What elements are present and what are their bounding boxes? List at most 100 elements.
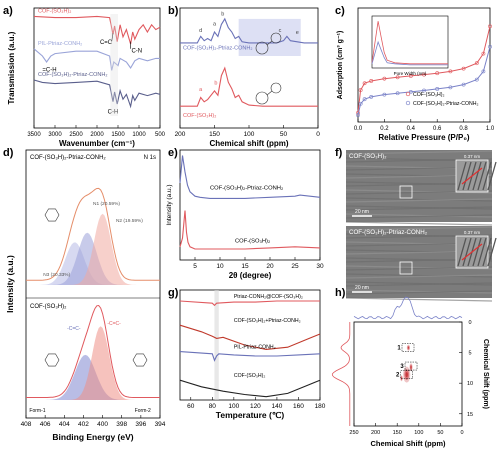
tem-label: COF-(SO₃H)₂-Ptriaz-CONH₂ [349, 229, 428, 236]
bet-point [356, 113, 360, 118]
ftir-xtick-label: 3500 [27, 132, 41, 138]
nmr-highlight-box [238, 18, 301, 57]
bet-point [422, 72, 426, 77]
tem-region-box [399, 261, 413, 275]
pxrd-xlabel: 2θ (degree) [229, 271, 272, 280]
xps-upper-label: N3 (20.33%) [43, 272, 70, 278]
hetcor-top-projection [353, 296, 463, 320]
ftir-ylabel: Transmission (a.u.) [7, 31, 16, 104]
pxrd-series-label: COF-(SO₃H)₂-Ptriaz-CONH₂ [210, 186, 283, 192]
tem-texture [345, 197, 493, 202]
tem-measure-line [461, 167, 483, 185]
hetcor-xtick-label: 150 [393, 430, 402, 436]
tem-texture [345, 289, 493, 294]
pxrd-xtick-label: 5 [193, 263, 197, 270]
dsc-series-label: COF-(SO₃H)₂ [234, 373, 266, 379]
xps-lower-label: Form-2 [135, 408, 151, 414]
hetcor-region-box [400, 370, 413, 379]
tem-texture [345, 205, 493, 210]
ftir-series-2 [33, 79, 161, 109]
bet-inset-series [371, 21, 448, 65]
bet-inset-frame [371, 15, 449, 69]
tem-lattice-fringe [462, 161, 472, 191]
hetcor-ytick-label: 15 [467, 412, 473, 418]
bet-point [481, 69, 486, 74]
bet-point [488, 44, 492, 49]
ftir-xtick-label: 2500 [69, 132, 83, 138]
xps-plot-frame [25, 149, 161, 419]
bet-xtick-label: 0.6 [433, 126, 442, 132]
dsc-plot-frame [179, 289, 321, 401]
tem-inset-value: 0.37 nm [464, 230, 481, 235]
hetcor-region-label: 2 [396, 373, 400, 379]
xps-upper-title: COF-(SO₃H)₂-Ptriaz-CONH₂ [30, 155, 106, 161]
dsc-xtick-label: 140 [271, 403, 282, 410]
dsc-xtick-label: 80 [209, 403, 217, 410]
tem-texture [345, 198, 493, 203]
pxrd-series-0 [179, 155, 321, 199]
bet-inset-xlabel: Pore Width (nm) [394, 71, 427, 76]
nmr-peak-label: a [199, 87, 203, 93]
tem-texture [345, 158, 493, 163]
bet-xtick-label: 0.0 [354, 126, 363, 132]
xps-xtick-label: 406 [40, 421, 51, 428]
tem-texture [345, 189, 493, 194]
nmr-xtick-label: 100 [244, 131, 255, 138]
nmr-xtick-label: 50 [280, 131, 288, 138]
dsc-xtick-label: 160 [293, 403, 304, 410]
bet-point [461, 82, 466, 87]
tem-lattice-fringe [482, 161, 492, 191]
hetcor-xlabel: Chemical Shift (ppm) [370, 439, 446, 448]
ftir-series-label: PIL-Ptriaz-CONH₂ [38, 41, 82, 47]
nmr-peak-label: b [221, 12, 224, 18]
molecule-ring [255, 41, 269, 55]
ftir-series-1 [33, 48, 160, 71]
bet-point [362, 81, 367, 86]
hetcor-ytick-label: 0 [468, 320, 471, 326]
hetcor-left-projection [331, 322, 351, 426]
xps-lower-label: Form-1 [29, 408, 45, 414]
tem-texture [345, 150, 493, 155]
bet-point [395, 91, 400, 96]
panel-label: c) [335, 5, 345, 17]
molecule-ring [44, 208, 60, 222]
bet-xtick-label: 0.8 [459, 126, 468, 132]
xps-lower-envelope [26, 304, 160, 398]
molecule-bond [266, 90, 273, 96]
xps-ylabel: Intensity (a.u.) [5, 255, 15, 313]
pxrd-series-label: COF-(SO₃H)₂ [235, 238, 270, 244]
xps-lower-label: -C=C- [107, 321, 121, 327]
bet-point [408, 74, 413, 78]
bet-point [369, 79, 374, 83]
ftir-annotation: C=C [100, 40, 113, 46]
dsc-series-label: COF-(SO₃H)₂+Ptriaz-CONH₂ [234, 318, 301, 324]
bet-inset-series [371, 40, 448, 66]
bet-point [358, 101, 363, 106]
bet-xlabel: Relative Pressure (P/P₀) [378, 133, 470, 142]
xps-upper-peak-n2 [26, 213, 160, 285]
tem-lattice-fringe [477, 237, 487, 267]
bet-point [488, 24, 492, 29]
ftir-series-0 [33, 15, 161, 45]
panel-label: d) [3, 147, 14, 159]
bet-legend-marker [405, 100, 411, 106]
pxrd-series-1 [179, 210, 321, 250]
bet-point [408, 90, 413, 94]
ftir-series-label: COF-(SO₃H)₂-Ptriaz-CONH₂ [38, 72, 107, 78]
nmr-series-label: COF-(SO₃H)₂ [183, 113, 216, 119]
xps-xtick-label: 398 [116, 421, 127, 428]
tem-texture [345, 273, 493, 278]
pxrd-ylabel: Intensity (a.u.) [166, 184, 173, 225]
hetcor-region-box [401, 343, 415, 352]
hetcor-xtick-label: 100 [414, 430, 423, 436]
tem-texture [345, 282, 493, 287]
ftir-xtick-label: 500 [155, 132, 166, 138]
dsc-series-0 [179, 300, 320, 307]
bet-point [448, 85, 453, 90]
tem-texture [345, 213, 493, 218]
panel-label: a) [3, 5, 13, 17]
hetcor-ytick-label: 10 [467, 381, 473, 387]
tem-inset-value: 0.37 nm [464, 154, 481, 159]
tem-measure-line [461, 243, 483, 261]
